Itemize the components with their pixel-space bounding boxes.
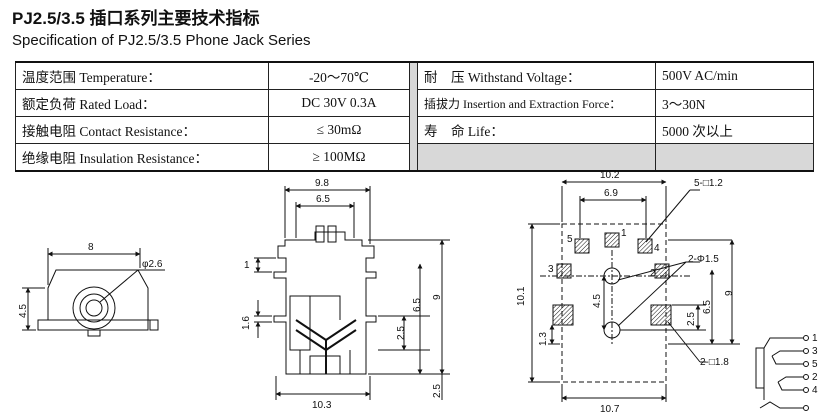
spec-value: 3～30N [655,89,814,117]
spec-value: ≥ 100MΩ [268,143,410,172]
spec-value: -20～70℃ [268,61,410,90]
spec-label: 温度范围 Temperature： [15,61,269,90]
spec-label: 接触电阻 Contact Resistance： [15,116,269,144]
dim-top-width: 9.8 [315,178,329,189]
spec-value: DC 30V 0.3A [268,89,410,117]
spec-value-empty [655,143,814,172]
terminal [803,405,809,411]
spec-row: 额定负荷 Rated Load： DC 30V 0.3A 插拔力 Inserti… [15,89,814,117]
dim-6-5: 6.5 [412,298,423,312]
schematic-pin: 5 [812,359,818,370]
dim-pin-pitch: 6.9 [604,188,618,199]
spec-row: 温度范围 Temperature： -20～70℃ 耐 压 Withstand … [15,61,814,90]
side-view [22,248,165,337]
terminal [803,374,809,380]
spec-label: 绝缘电阻 Insulation Resistance： [15,143,269,172]
schematic-pin: 3 [812,346,818,357]
jack-hole [85,299,103,317]
spec-label: 寿 命 Life： [417,116,656,144]
dim-1-3: 1.3 [538,332,549,346]
dim-height: 4.5 [18,304,29,318]
spec-label: 耐 压 Withstand Voltage： [417,61,656,90]
jack-outline-front [273,231,377,375]
table-divider [409,89,418,117]
page-subtitle: Specification of PJ2.5/3.5 Phone Jack Se… [12,32,311,49]
spec-value: 5000 次以上 [655,116,814,144]
pad-1 [604,232,620,248]
pad-number: 4 [654,243,660,254]
schematic-pin: 4 [812,385,818,396]
pad-number: 2 [650,268,656,279]
dim-4-5: 4.5 [592,294,603,308]
spec-value: ≤ 30mΩ [268,116,410,144]
pad-number: 5 [567,234,573,245]
top-pin-right [327,225,337,243]
terminal [803,361,809,367]
dim-1-6: 1.6 [241,316,252,330]
terminal [803,348,809,354]
dim-2-5a: 2.5 [396,326,407,340]
table-divider [409,143,418,172]
dim-bottom-width: 10.3 [312,400,332,411]
pad-5 [574,238,590,254]
dim-hole: φ2.6 [142,259,163,270]
page-title: PJ2.5/3.5 插口系列主要技术指标 [12,9,260,28]
bottom-tab [87,329,101,337]
dim-9: 9 [432,294,443,300]
table-divider [409,61,418,90]
jack-sleeve-symbol [755,347,765,389]
spec-value: 500V AC/min [655,61,814,90]
schematic-symbol [755,335,809,411]
label-holes: 2-Φ1.5 [688,254,719,265]
dim-2-5b: 2.5 [432,384,443,398]
dim-pcb-height: 10.1 [516,286,527,306]
lead [149,319,159,331]
dim-width: 8 [88,242,94,253]
terminal [803,335,809,341]
dim-inner-width: 6.5 [316,194,330,205]
dim-pcb-2-5: 2.5 [686,312,697,326]
body-outline [561,223,667,383]
mount-pad-left [552,304,574,326]
spec-label-empty [417,143,656,172]
pcb-view [528,179,740,402]
barrel-outer [72,286,116,330]
spec-table: 温度范围 Temperature： -20～70℃ 耐 压 Withstand … [15,61,814,172]
pad-number: 3 [548,264,554,275]
label-bottom-pads: 2-□1.8 [700,357,729,368]
schematic-pin: 2 [812,372,818,383]
dim-pcb-6-5: 6.5 [702,300,713,314]
dim-pcb-9: 9 [724,290,735,296]
spec-label: 额定负荷 Rated Load： [15,89,269,117]
pad-number: 1 [621,228,627,239]
dim-pcb-bottom-width: 10.7 [600,404,620,415]
pad-3 [556,263,572,279]
spec-row: 绝缘电阻 Insulation Resistance： ≥ 100MΩ [15,143,814,172]
spec-row: 接触电阻 Contact Resistance： ≤ 30mΩ 寿 命 Life… [15,116,814,144]
front-view [254,186,450,400]
terminal [803,387,809,393]
technical-drawing: 8 φ2.6 4.5 9.8 [18,170,818,415]
dim-pcb-top-width: 10.2 [600,170,620,181]
barrel-middle [79,293,109,323]
top-pin-left [315,225,325,243]
table-divider [409,116,418,144]
dim-1: 1 [244,260,250,271]
label-pads: 5-□1.2 [694,178,723,189]
pad-4 [637,238,653,254]
schematic-pin: 1 [812,333,818,344]
mount-pad-right [650,304,672,326]
spec-label: 插拔力 Insertion and Extraction Force： [417,89,656,117]
